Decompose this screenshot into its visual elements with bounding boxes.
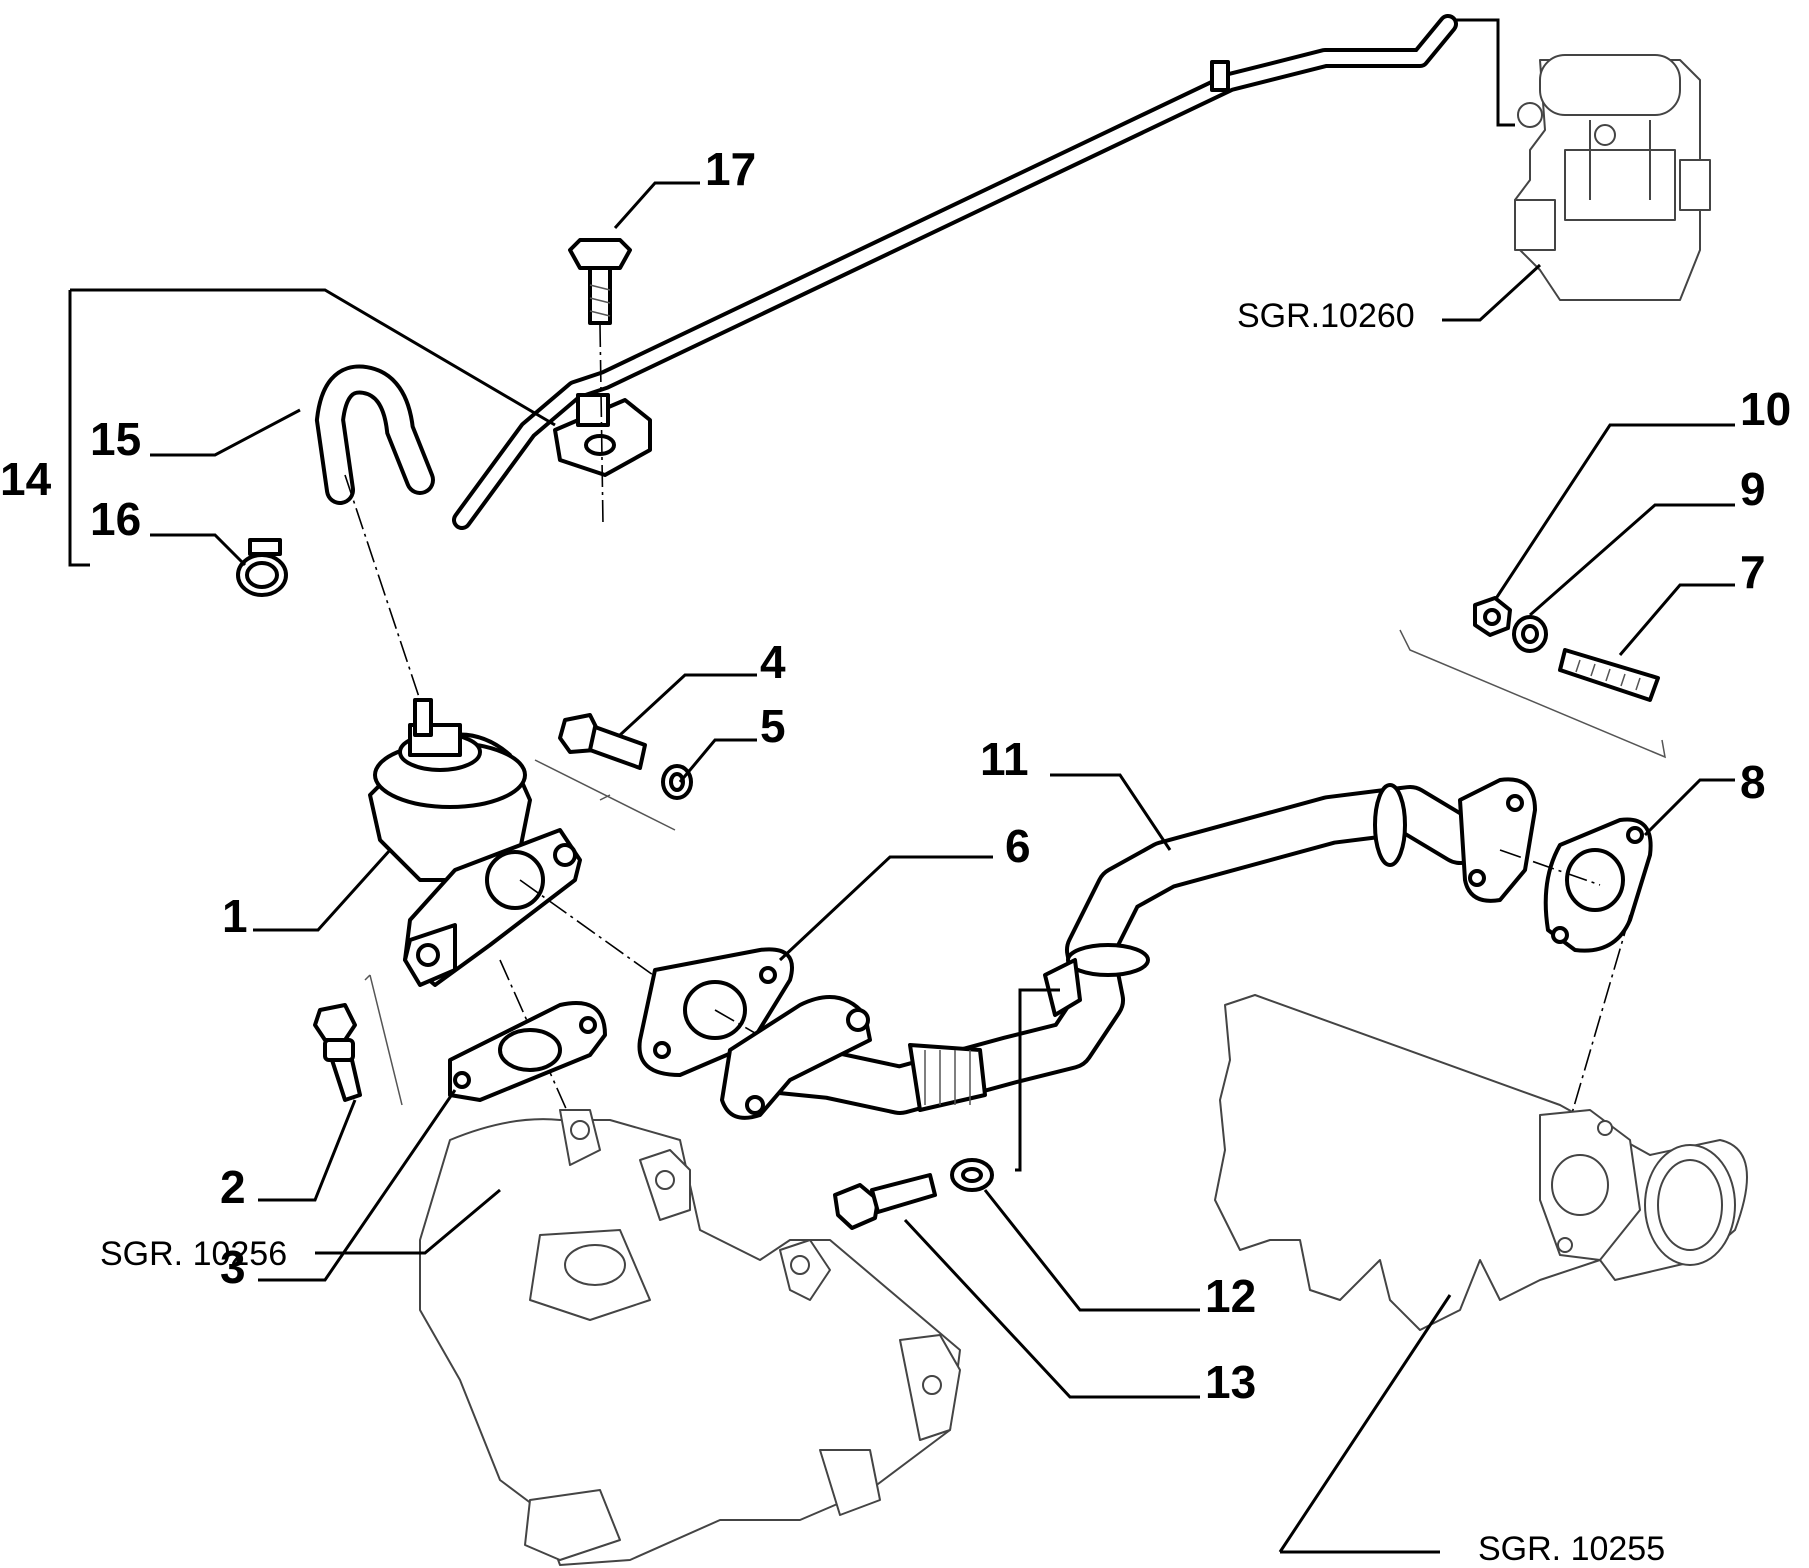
nut-10 bbox=[1473, 596, 1512, 637]
leader-1 bbox=[253, 848, 392, 932]
bracket-2 bbox=[364, 974, 403, 1106]
leader-4 bbox=[618, 673, 757, 737]
egr-valve bbox=[368, 698, 582, 987]
callout-1: 1 bbox=[222, 890, 248, 942]
callout-14: 14 bbox=[0, 453, 52, 505]
leader-3 bbox=[258, 1089, 457, 1282]
ref-sgr-10256: SGR. 10256 bbox=[100, 1235, 287, 1273]
manifold-axis bbox=[1569, 914, 1631, 1121]
gasket-3 bbox=[448, 1001, 607, 1102]
bolt-17 bbox=[568, 238, 632, 325]
leader-8 bbox=[1643, 778, 1735, 837]
leader-5 bbox=[678, 738, 757, 783]
intake-manifold bbox=[1214, 994, 1748, 1331]
bracket-7-9-10 bbox=[1399, 629, 1666, 759]
ref-10255-leader bbox=[1278, 1294, 1452, 1554]
gasket-8 bbox=[1543, 817, 1653, 953]
bracket-12-13 bbox=[1015, 988, 1060, 1172]
bolt-13 bbox=[833, 1173, 937, 1230]
callout-4: 4 bbox=[760, 636, 786, 688]
leader-16 bbox=[150, 533, 247, 567]
washer-9 bbox=[1512, 615, 1548, 653]
leader-15 bbox=[150, 408, 301, 457]
leader-13 bbox=[903, 1218, 1200, 1399]
callout-7: 7 bbox=[1740, 546, 1766, 598]
bolt-4 bbox=[558, 713, 647, 770]
washer-12 bbox=[950, 1158, 994, 1192]
leader-9 bbox=[1529, 503, 1735, 617]
stud-7 bbox=[1558, 648, 1660, 702]
leader-12 bbox=[983, 1189, 1200, 1312]
callout-3: 3 bbox=[220, 1241, 246, 1293]
ref-sgr-10260: SGR.10260 bbox=[1237, 297, 1415, 335]
callout-17: 17 bbox=[705, 143, 756, 195]
hose-clamp bbox=[236, 538, 288, 597]
flange-axis bbox=[1499, 849, 1601, 886]
callout-2: 2 bbox=[220, 1161, 246, 1213]
callout-10: 10 bbox=[1740, 383, 1791, 435]
bracket-4-5 bbox=[534, 759, 676, 831]
callout-16: 16 bbox=[90, 493, 141, 545]
leader-2 bbox=[258, 1099, 357, 1202]
vacuum-solenoid-valve bbox=[1514, 54, 1711, 301]
callout-8: 8 bbox=[1740, 756, 1766, 808]
callout-6: 6 bbox=[1005, 820, 1031, 872]
leader-10 bbox=[1493, 423, 1735, 601]
leader-17 bbox=[613, 181, 700, 229]
hose-axis bbox=[344, 474, 421, 701]
leader-6 bbox=[778, 855, 993, 962]
rubber-hose bbox=[314, 364, 435, 505]
callout-11: 11 bbox=[980, 733, 1029, 785]
ref-10256-leader bbox=[315, 1188, 501, 1255]
callout-5: 5 bbox=[760, 700, 786, 752]
leader-14 bbox=[68, 288, 556, 567]
pipe-bracket bbox=[553, 393, 652, 477]
valve-axis bbox=[519, 879, 661, 981]
ref-10260-leader bbox=[1442, 263, 1542, 322]
callout-9: 9 bbox=[1740, 463, 1766, 515]
bolt-2 bbox=[313, 1003, 362, 1102]
ref-sgr-10255: SGR. 10255 bbox=[1478, 1530, 1665, 1568]
vacuum-pipe bbox=[452, 14, 1458, 530]
ref-10260-bracket bbox=[1455, 18, 1515, 127]
egr-pipe bbox=[720, 777, 1537, 1120]
callout-12: 12 bbox=[1205, 1270, 1256, 1322]
callout-15: 15 bbox=[90, 413, 141, 465]
leader-7 bbox=[1618, 583, 1735, 656]
leader-11 bbox=[1050, 773, 1172, 851]
washer-5 bbox=[661, 764, 693, 800]
callout-13: 13 bbox=[1205, 1356, 1256, 1408]
exhaust-manifold bbox=[419, 1109, 961, 1566]
